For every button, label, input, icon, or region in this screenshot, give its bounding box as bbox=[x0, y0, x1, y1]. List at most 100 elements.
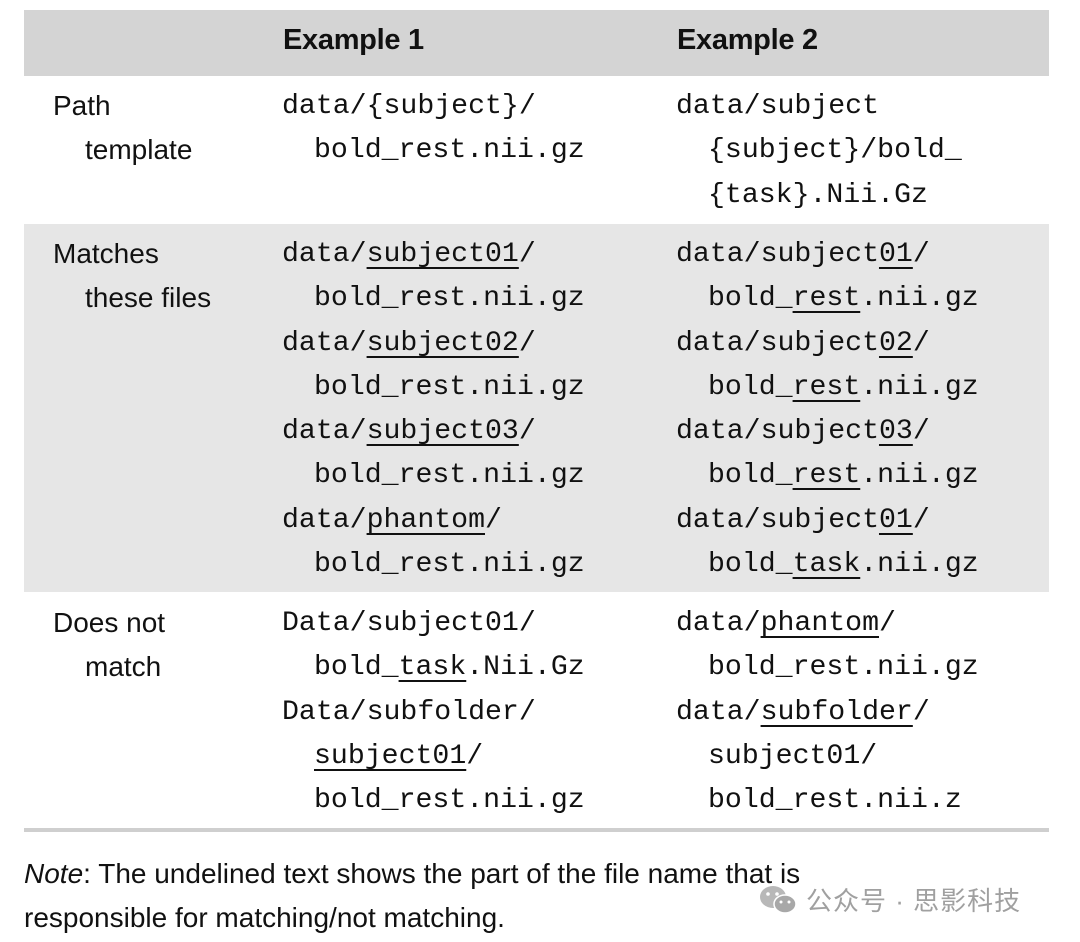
note-lead: Note bbox=[24, 858, 84, 889]
code-line: data/subject03/ bbox=[282, 410, 585, 454]
code-segment: data/ bbox=[282, 239, 367, 270]
code-segment: subject01/ bbox=[708, 740, 878, 772]
underlined-segment: phantom bbox=[760, 608, 879, 639]
code-line: bold_task.Nii.Gz bbox=[282, 646, 585, 690]
code-line: data/subfolder/ bbox=[676, 691, 979, 735]
code-segment: / bbox=[485, 504, 502, 536]
code-line: data/subject02/ bbox=[282, 322, 585, 366]
wechat-icon bbox=[760, 885, 797, 914]
code-segment: data/ bbox=[282, 327, 367, 359]
code-segment: .nii.gz bbox=[860, 549, 979, 581]
row-label-line: these files bbox=[85, 282, 212, 313]
underlined-segment: 01 bbox=[878, 239, 913, 270]
code-line: data/subject02/ bbox=[676, 322, 979, 366]
code-segment: bold_rest.nii.gz bbox=[314, 135, 585, 167]
code-segment: data/ bbox=[282, 416, 367, 448]
column-header-example-1: Example 1 bbox=[283, 24, 424, 56]
code-line: bold_rest.nii.gz bbox=[282, 366, 585, 410]
code-segment: data/{subject}/ bbox=[282, 91, 536, 122]
code-segment: / bbox=[879, 608, 896, 639]
underlined-segment: 03 bbox=[878, 416, 913, 448]
code-segment: bold_rest.nii.gz bbox=[314, 460, 585, 492]
note-line-1: : The undelined text shows the part of t… bbox=[83, 858, 801, 889]
code-segment: data/subject bbox=[676, 239, 879, 270]
code-line: bold_rest.nii.gz bbox=[282, 543, 585, 587]
code-segment: bold_rest.nii.gz bbox=[314, 371, 585, 403]
code-line: data/subject01/ bbox=[676, 233, 979, 277]
code-segment: Data/subject01/ bbox=[282, 608, 536, 639]
code-line: bold_rest.nii.z bbox=[676, 779, 979, 823]
code-segment: data/subject bbox=[676, 416, 879, 448]
code-line: bold_rest.nii.gz bbox=[676, 366, 979, 410]
code-segment: / bbox=[912, 696, 930, 728]
row-label-line: Matches bbox=[53, 238, 159, 269]
code-segment: / bbox=[518, 416, 536, 448]
code-segment: data/ bbox=[676, 696, 761, 728]
row-label-line: template bbox=[85, 134, 193, 165]
code-segment: .nii.gz bbox=[860, 460, 979, 492]
code-line: bold_task.nii.gz bbox=[676, 543, 979, 587]
code-segment: bold_rest.nii.z bbox=[708, 785, 962, 817]
code-segment: / bbox=[466, 740, 484, 772]
table-header-bar bbox=[24, 10, 1049, 76]
table-note: Note: The undelined text shows the part … bbox=[24, 852, 800, 940]
underlined-segment: subject03 bbox=[366, 416, 519, 448]
code-segment: Data/subfolder/ bbox=[282, 696, 536, 728]
code-line: Data/subject01/ bbox=[282, 602, 585, 646]
underlined-segment: phantom bbox=[366, 504, 485, 536]
watermark-text: 公众号 · 思影科技 bbox=[806, 886, 1022, 916]
code-line: data/subject01/ bbox=[676, 499, 979, 543]
row-label-line: Path bbox=[53, 90, 111, 121]
row-label-matches: Matches these files bbox=[53, 232, 211, 320]
code-segment: .Nii.Gz bbox=[466, 652, 585, 684]
code-segment: data/subject bbox=[676, 327, 879, 359]
code-line: bold_rest.nii.gz bbox=[282, 779, 585, 823]
code-segment: / bbox=[518, 239, 536, 270]
underlined-segment: rest bbox=[792, 460, 861, 492]
underlined-segment: subject02 bbox=[366, 327, 519, 359]
code-segment: / bbox=[912, 416, 930, 448]
underlined-segment: rest bbox=[792, 283, 861, 315]
code-segment: / bbox=[912, 504, 930, 536]
code-segment: .nii.gz bbox=[860, 371, 979, 403]
code-line: {task}.Nii.Gz bbox=[676, 174, 962, 218]
underlined-segment: subfolder bbox=[760, 696, 913, 728]
code-segment: {task}.Nii.Gz bbox=[708, 179, 928, 211]
code-line: subject01/ bbox=[282, 735, 585, 779]
watermark: 公众号 · 思影科技 bbox=[758, 881, 1021, 918]
code-segment: bold_ bbox=[708, 549, 793, 581]
row-label-line: Does not bbox=[53, 607, 166, 638]
code-segment: data/subject bbox=[676, 504, 879, 536]
code-line: data/subject bbox=[676, 85, 962, 129]
underlined-segment: subject01 bbox=[314, 740, 467, 772]
row-label-path-template: Path template bbox=[53, 84, 192, 172]
code-segment: bold_rest.nii.gz bbox=[314, 549, 585, 581]
underlined-segment: 02 bbox=[878, 327, 913, 359]
code-line: data/phantom/ bbox=[282, 499, 585, 543]
code-line: subject01/ bbox=[676, 735, 979, 779]
code-line: data/{subject}/ bbox=[282, 85, 585, 129]
note-line-2: responsible for matching/not matching. bbox=[24, 902, 505, 933]
code-segment: {subject}/bold_ bbox=[708, 135, 962, 167]
row-label-does-not-match: Does not match bbox=[53, 601, 165, 689]
code-segment: bold_ bbox=[708, 460, 793, 492]
code-line: bold_rest.nii.gz bbox=[282, 277, 585, 321]
code-segment: bold_ bbox=[708, 283, 793, 315]
code-segment: data/subject bbox=[676, 91, 879, 122]
code-line: data/subject03/ bbox=[676, 410, 979, 454]
code-segment: bold_rest.nii.gz bbox=[314, 785, 585, 817]
code-segment: data/ bbox=[676, 608, 761, 639]
underlined-segment: task bbox=[398, 652, 467, 684]
code-line: data/phantom/ bbox=[676, 602, 979, 646]
row-label-line: match bbox=[85, 651, 162, 682]
code-line: Data/subfolder/ bbox=[282, 691, 585, 735]
underlined-segment: rest bbox=[792, 371, 861, 403]
code-line: data/subject01/ bbox=[282, 233, 585, 277]
code-segment: bold_ bbox=[708, 371, 793, 403]
code-segment: / bbox=[912, 327, 930, 359]
code-line: bold_rest.nii.gz bbox=[282, 454, 585, 498]
